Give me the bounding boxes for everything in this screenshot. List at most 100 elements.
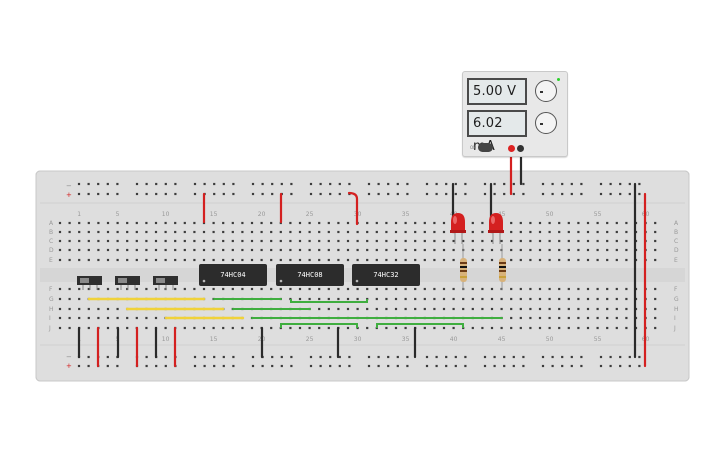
breadboard-hole[interactable] xyxy=(377,182,380,186)
breadboard-hole[interactable] xyxy=(606,230,609,234)
breadboard-hole[interactable] xyxy=(493,182,496,186)
breadboard-hole[interactable] xyxy=(404,287,407,291)
breadboard-hole[interactable] xyxy=(625,326,628,330)
breadboard-hole[interactable] xyxy=(174,182,177,186)
breadboard-hole[interactable] xyxy=(298,326,302,330)
breadboard-hole[interactable] xyxy=(396,182,399,186)
breadboard-hole[interactable] xyxy=(510,248,513,252)
breadboard-hole[interactable] xyxy=(337,297,340,301)
breadboard-hole[interactable] xyxy=(558,239,561,243)
breadboard-hole[interactable] xyxy=(329,364,332,368)
breadboard-hole[interactable] xyxy=(106,192,109,196)
breadboard-hole[interactable] xyxy=(279,248,282,252)
breadboard-hole[interactable] xyxy=(308,297,311,301)
breadboard-hole[interactable] xyxy=(58,297,62,301)
breadboard-hole[interactable] xyxy=(318,326,321,330)
breadboard-hole[interactable] xyxy=(558,326,561,330)
breadboard-hole[interactable] xyxy=(558,230,561,234)
breadboard-hole[interactable] xyxy=(609,355,612,359)
breadboard-hole[interactable] xyxy=(483,364,487,368)
breadboard-hole[interactable] xyxy=(414,287,417,291)
breadboard-hole[interactable] xyxy=(414,221,417,225)
breadboard-hole[interactable] xyxy=(548,248,551,252)
breadboard-hole[interactable] xyxy=(145,192,148,196)
breadboard-hole[interactable] xyxy=(481,248,484,252)
breadboard-hole[interactable] xyxy=(241,287,244,291)
breadboard-hole[interactable] xyxy=(231,258,234,262)
breadboard-hole[interactable] xyxy=(106,326,110,330)
breadboard-hole[interactable] xyxy=(241,221,244,225)
breadboard-hole[interactable] xyxy=(522,355,525,359)
breadboard-hole[interactable] xyxy=(232,192,235,196)
breadboard-hole[interactable] xyxy=(445,355,448,359)
breadboard-hole[interactable] xyxy=(442,221,446,225)
breadboard-hole[interactable] xyxy=(625,307,628,311)
breadboard-hole[interactable] xyxy=(298,239,302,243)
breadboard-hole[interactable] xyxy=(375,258,378,262)
breadboard-hole[interactable] xyxy=(260,230,263,234)
breadboard-hole[interactable] xyxy=(471,230,474,234)
breadboard-hole[interactable] xyxy=(193,258,196,262)
breadboard-hole[interactable] xyxy=(366,239,369,243)
breadboard-hole[interactable] xyxy=(519,326,522,330)
breadboard-hole[interactable] xyxy=(638,364,641,368)
breadboard-hole[interactable] xyxy=(346,248,350,252)
breadboard-hole[interactable] xyxy=(319,355,322,359)
breadboard-hole[interactable] xyxy=(625,248,628,252)
breadboard-hole[interactable] xyxy=(385,239,388,243)
breadboard-hole[interactable] xyxy=(538,258,542,262)
breadboard-hole[interactable] xyxy=(548,287,551,291)
breadboard-hole[interactable] xyxy=(213,182,216,186)
breadboard-hole[interactable] xyxy=(154,248,158,252)
breadboard-hole[interactable] xyxy=(366,248,369,252)
breadboard-hole[interactable] xyxy=(414,307,417,311)
breadboard-hole[interactable] xyxy=(375,307,378,311)
breadboard-hole[interactable] xyxy=(78,239,81,243)
breadboard-hole[interactable] xyxy=(500,307,503,311)
breadboard-hole[interactable] xyxy=(404,307,407,311)
breadboard-hole[interactable] xyxy=(202,287,206,291)
breadboard-hole[interactable] xyxy=(423,326,426,330)
breadboard-hole[interactable] xyxy=(174,258,177,262)
breadboard-hole[interactable] xyxy=(414,297,417,301)
breadboard-hole[interactable] xyxy=(387,192,390,196)
breadboard-hole[interactable] xyxy=(433,258,436,262)
led-red[interactable] xyxy=(488,213,504,244)
breadboard-hole[interactable] xyxy=(319,364,322,368)
breadboard-hole[interactable] xyxy=(329,192,332,196)
slide-switch[interactable] xyxy=(77,276,102,290)
breadboard-hole[interactable] xyxy=(377,364,380,368)
breadboard-hole[interactable] xyxy=(298,258,302,262)
breadboard-hole[interactable] xyxy=(250,230,254,234)
breadboard-hole[interactable] xyxy=(270,248,273,252)
breadboard-hole[interactable] xyxy=(442,239,446,243)
breadboard-hole[interactable] xyxy=(433,248,436,252)
breadboard-hole[interactable] xyxy=(250,248,254,252)
breadboard-hole[interactable] xyxy=(222,239,225,243)
breadboard-hole[interactable] xyxy=(586,221,590,225)
breadboard-hole[interactable] xyxy=(483,355,487,359)
breadboard-hole[interactable] xyxy=(548,307,551,311)
breadboard-hole[interactable] xyxy=(203,355,206,359)
breadboard-hole[interactable] xyxy=(471,221,474,225)
breadboard-hole[interactable] xyxy=(270,221,273,225)
breadboard-hole[interactable] xyxy=(433,239,436,243)
breadboard-hole[interactable] xyxy=(174,239,177,243)
breadboard-hole[interactable] xyxy=(538,221,542,225)
breadboard-hole[interactable] xyxy=(87,258,90,262)
breadboard-hole[interactable] xyxy=(615,221,618,225)
breadboard-hole[interactable] xyxy=(78,297,81,301)
breadboard-hole[interactable] xyxy=(599,355,603,359)
breadboard-hole[interactable] xyxy=(567,307,570,311)
breadboard-hole[interactable] xyxy=(270,258,273,262)
breadboard-hole[interactable] xyxy=(452,258,455,262)
breadboard-hole[interactable] xyxy=(580,364,583,368)
breadboard-hole[interactable] xyxy=(615,316,618,320)
breadboard-hole[interactable] xyxy=(87,287,90,291)
breadboard-hole[interactable] xyxy=(615,326,618,330)
breadboard-hole[interactable] xyxy=(529,258,532,262)
breadboard-hole[interactable] xyxy=(638,182,641,186)
breadboard-hole[interactable] xyxy=(481,230,484,234)
breadboard-hole[interactable] xyxy=(270,326,273,330)
breadboard-hole[interactable] xyxy=(280,182,283,186)
